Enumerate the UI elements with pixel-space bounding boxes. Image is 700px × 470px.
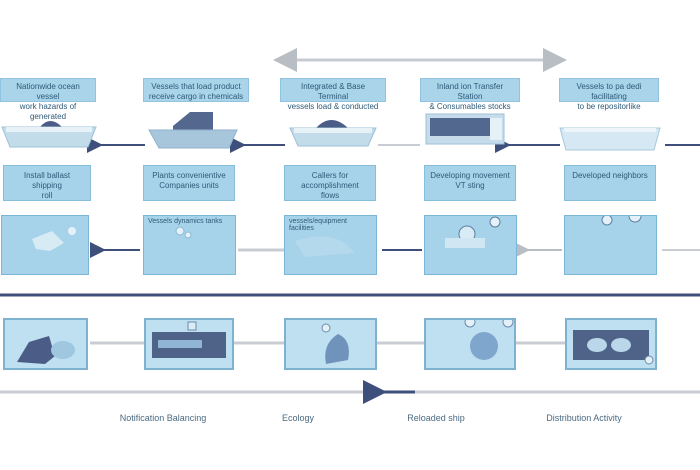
control-screen-icon	[152, 321, 226, 358]
top-label-3: Integrated & Base Terminal vessels load …	[280, 78, 386, 111]
container-pile-icon	[17, 336, 75, 364]
terminal-building-icon	[425, 113, 505, 145]
stage-panel-3	[284, 318, 377, 370]
mid-label-2: Plants convenientive Companies units	[143, 165, 235, 201]
stage-panel-1	[3, 318, 88, 370]
reloading-icon	[464, 320, 514, 360]
stage-panel-2	[144, 318, 234, 370]
mid-label-4: Developing movement VT sting	[424, 165, 516, 201]
process-panel-2: Vessels dynamics tanks	[143, 215, 236, 275]
mid-label-2-text: Plants convenientive Companies units	[152, 171, 226, 190]
top-label-2: Vessels that load product receive cargo …	[143, 78, 249, 102]
footer-label-3: Reloaded ship	[407, 413, 465, 423]
process-panel-1-title	[2, 216, 88, 220]
ship-5-icon	[559, 127, 661, 151]
distribution-icon	[573, 330, 654, 365]
process-panel-5	[564, 215, 657, 275]
process-panel-3-title: vessels/equipment facilities	[289, 218, 347, 232]
top-label-2-text: Vessels that load product receive cargo …	[148, 82, 244, 101]
equipment-icon	[175, 226, 192, 239]
stage-panel-4	[424, 318, 516, 370]
top-label-4: Inland ion Transfer Station & Consumable…	[420, 78, 520, 111]
cargo-icon	[32, 227, 76, 251]
top-label-1-text: Nationwide ocean vessel work hazards of …	[16, 82, 80, 121]
footer-label-2: Ecology	[281, 413, 315, 423]
mid-label-5-text: Developed neighbors	[572, 171, 648, 180]
mid-label-3: Callers for accomplishment flows	[284, 165, 376, 201]
process-panel-1	[1, 215, 89, 275]
process-panel-2-title: Vessels dynamics tanks	[148, 218, 223, 225]
process-panel-3: vessels/equipment facilities	[284, 215, 377, 275]
mid-label-5: Developed neighbors	[564, 165, 656, 201]
top-label-5: Vessels to pa dedi facilitating to be re…	[559, 78, 659, 111]
mid-label-3-text: Callers for accomplishment flows	[301, 171, 359, 200]
ship-3-icon	[289, 120, 377, 147]
ship-1-icon	[1, 121, 97, 148]
top-label-1: Nationwide ocean vessel work hazards of …	[0, 78, 96, 121]
terminal-crane-icon	[445, 216, 501, 248]
mid-label-4-text: Developing movement VT sting	[430, 171, 510, 190]
stage-panel-5	[565, 318, 657, 370]
footer-label-1: Notification Balancing	[119, 413, 207, 423]
delivery-icon	[601, 216, 642, 226]
top-label-5-text: Vessels to pa dedi facilitating to be re…	[576, 82, 642, 111]
ecology-icon	[321, 323, 349, 364]
process-panel-4	[424, 215, 517, 275]
footer-label-4: Distribution Activity	[546, 413, 622, 423]
top-label-3-text: Integrated & Base Terminal vessels load …	[287, 82, 379, 111]
mid-label-1-text: Install ballast shipping roll	[23, 171, 71, 200]
mid-label-1: Install ballast shipping roll	[3, 165, 91, 201]
facility-icon	[295, 236, 355, 257]
ship-2-icon	[148, 112, 238, 149]
top-label-4-text: Inland ion Transfer Station & Consumable…	[429, 82, 511, 111]
